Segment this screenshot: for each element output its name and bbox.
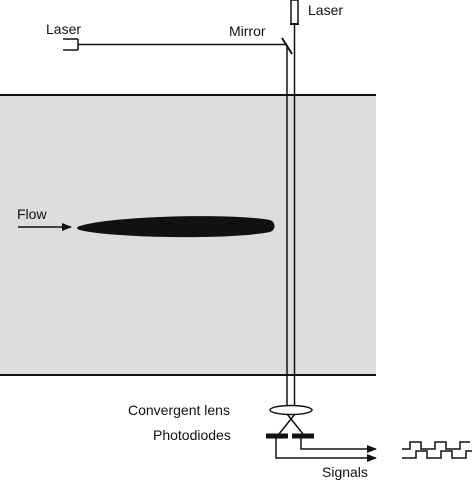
diverging-beam-right xyxy=(278,413,296,435)
top-laser-icon xyxy=(290,0,299,25)
diverging-beam-left xyxy=(286,413,304,435)
left-laser-icon xyxy=(63,38,79,51)
particle xyxy=(77,216,275,238)
top-laser-label: Laser xyxy=(308,2,343,18)
signals-label: Signals xyxy=(322,464,368,480)
mirror-label: Mirror xyxy=(229,23,266,39)
convergent-lens xyxy=(269,404,313,416)
signal-wire-upper xyxy=(300,438,377,453)
signal-wire-lower xyxy=(275,438,377,462)
left-laser-label: Laser xyxy=(46,21,81,37)
signal-waveform-upper xyxy=(402,441,470,450)
photodiodes-label: Photodiodes xyxy=(153,427,231,443)
convergent-lens-label: Convergent lens xyxy=(128,402,230,418)
signal-waveform-lower xyxy=(402,450,472,459)
flow-label: Flow xyxy=(17,206,47,222)
